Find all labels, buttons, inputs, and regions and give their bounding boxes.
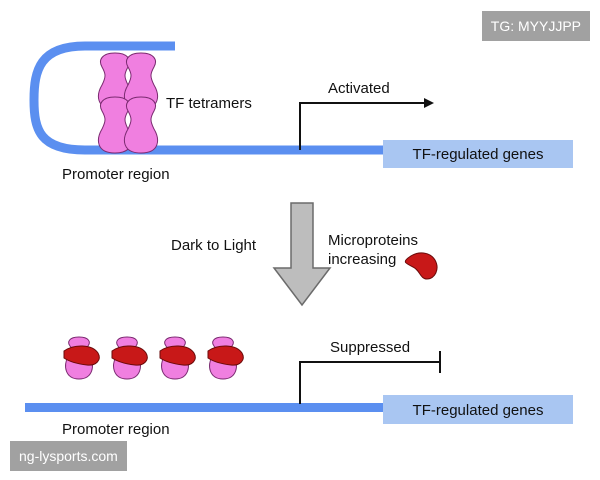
tf-monomer-bound — [111, 336, 148, 380]
dark-to-light-label: Dark to Light — [171, 237, 257, 254]
promoter-label-bottom: Promoter region — [62, 421, 170, 438]
bottom-panel: Suppressed TF-regulated genes Promoter r… — [25, 336, 573, 438]
microprotein — [111, 345, 148, 366]
increasing-label: increasing — [328, 251, 396, 268]
tf-monomer — [123, 96, 159, 154]
microprotein-icon — [404, 252, 438, 280]
microproteins-label: Microproteins — [328, 232, 418, 249]
gene-box-top-label: TF-regulated genes — [413, 146, 544, 163]
microprotein — [207, 345, 244, 366]
top-panel: TF tetramers Activated TF-regulated gene… — [29, 41, 573, 183]
suppressed-label: Suppressed — [330, 339, 410, 356]
activated-arrow — [299, 98, 434, 150]
tf-monomer-bound — [207, 336, 244, 380]
tf-monomer-bound — [159, 336, 196, 380]
dna-strand-bottom — [25, 403, 385, 412]
down-arrow — [272, 202, 332, 307]
suppressed-arrow — [299, 361, 440, 404]
gene-box-top — [383, 140, 573, 168]
activated-label: Activated — [328, 80, 390, 97]
gene-box-bottom — [383, 395, 573, 424]
tf-monomer-bound — [63, 336, 100, 380]
promoter-label-top: Promoter region — [62, 166, 170, 183]
transition: Dark to Light Microproteins increasing — [171, 202, 438, 307]
watermark-top-right: TG: MYYJJPP — [481, 11, 590, 41]
dna-loop-strand — [29, 41, 385, 155]
tf-tetramers-label: TF tetramers — [166, 95, 252, 112]
microprotein — [159, 345, 196, 366]
tf-tetramer — [97, 52, 159, 154]
watermark-bottom-left: ng-lysports.com — [10, 441, 127, 471]
gene-box-bottom-label: TF-regulated genes — [413, 402, 544, 419]
microprotein — [63, 345, 100, 366]
